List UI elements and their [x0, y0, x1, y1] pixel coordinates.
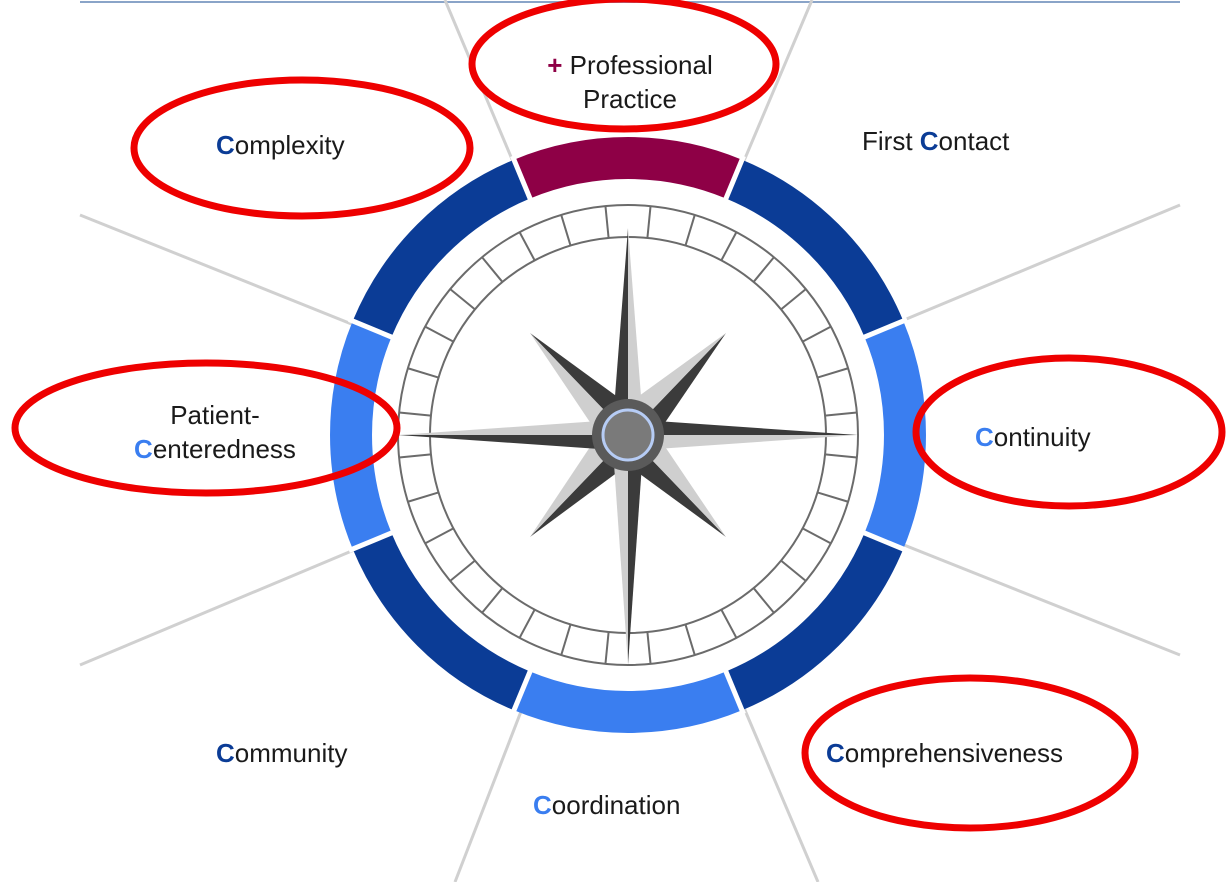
ring-segment-continuity	[864, 320, 926, 550]
ring-gaps	[348, 155, 908, 715]
dial-tick	[407, 367, 439, 379]
dial-tick	[780, 559, 807, 582]
highlight-ellipse	[912, 354, 1226, 510]
dial-tick	[802, 527, 832, 545]
label-text: ontinuity	[993, 422, 1091, 452]
label-text: ontact	[938, 126, 1010, 156]
ring-gap	[722, 155, 746, 204]
label-text: oordination	[551, 790, 681, 820]
label-initial: C	[216, 738, 235, 768]
label-continuity: Continuity	[975, 420, 1091, 454]
ring-segment-coordination	[513, 671, 743, 733]
dial-tick	[449, 288, 476, 311]
ring-gap	[510, 155, 534, 204]
dial-tick	[407, 491, 439, 503]
dial-tick	[560, 624, 572, 656]
outer-ring	[330, 137, 926, 733]
label-community: Community	[216, 736, 347, 770]
label-text: First	[862, 126, 920, 156]
dial-tick	[720, 231, 738, 261]
label-text: omprehensiveness	[844, 738, 1064, 768]
cardinal-needles	[398, 228, 858, 665]
label-initial: C	[975, 422, 994, 452]
ring-gap	[348, 529, 397, 553]
ring-gap	[348, 317, 397, 341]
ring-segment-comprehensiveness	[725, 532, 904, 711]
dial-tick	[824, 453, 857, 459]
dial-tick	[817, 491, 849, 503]
dial-tick	[424, 325, 454, 343]
dial-tick	[802, 325, 832, 343]
ring-segment-patient-centeredness	[330, 320, 392, 550]
dial-tick	[399, 453, 432, 459]
label-first-contact: First Contact	[862, 124, 1009, 158]
ring-gap	[859, 317, 908, 341]
dial-tick	[481, 256, 504, 283]
label-initial: C	[216, 130, 235, 160]
dial-tick	[780, 288, 807, 311]
dial-ticks	[399, 206, 857, 664]
label-patient-centeredness: Patient- Centeredness	[120, 398, 310, 466]
ring-segment-community	[352, 532, 531, 711]
dial-tick	[684, 624, 696, 656]
compass-icon	[601, 408, 655, 462]
dial-tick	[518, 231, 536, 261]
label-initial: C	[919, 126, 939, 156]
ring-gap	[510, 666, 534, 715]
label-initial: C	[826, 738, 845, 768]
dial-tick	[518, 609, 536, 639]
label-text: enteredness	[152, 434, 296, 464]
dial-tick	[604, 206, 610, 239]
ring-gap	[722, 666, 746, 715]
ring-segment-professional-practice	[513, 137, 743, 199]
label-professional-practice: + Professional Practice	[520, 48, 740, 116]
dial-tick	[752, 256, 775, 283]
label-coordination: Coordination	[533, 788, 680, 822]
dial-tick	[604, 631, 610, 664]
label-comprehensiveness: Comprehensiveness	[826, 736, 1063, 770]
dial-tick	[481, 587, 504, 614]
label-text: Practice	[583, 84, 677, 114]
dial-tick	[752, 587, 775, 614]
label-text: Professional	[569, 50, 713, 80]
dial-tick	[449, 559, 476, 582]
highlight-ellipses	[11, 0, 1226, 832]
ring-gap	[859, 529, 908, 553]
label-complexity: Complexity	[216, 128, 345, 162]
label-text: ommunity	[234, 738, 348, 768]
plus-icon: +	[547, 50, 563, 80]
dial-tick	[646, 631, 652, 664]
label-initial: C	[134, 434, 153, 464]
dial-tick	[560, 214, 572, 246]
dial-tick	[646, 206, 652, 239]
highlight-ellipse	[468, 0, 780, 133]
dial-tick	[684, 214, 696, 246]
highlight-ellipse	[11, 359, 401, 497]
dial-tick	[399, 411, 432, 417]
dial-tick	[424, 527, 454, 545]
dial-tick	[817, 367, 849, 379]
label-text: Patient-	[170, 400, 260, 430]
ring-segment-first-contact	[725, 159, 904, 338]
highlight-ellipse	[801, 674, 1139, 832]
dial-tick	[824, 411, 857, 417]
label-text: omplexity	[234, 130, 345, 160]
label-initial: C	[533, 790, 552, 820]
ring-segment-complexity	[352, 159, 531, 338]
dial-tick	[720, 609, 738, 639]
highlight-ellipse	[130, 76, 474, 220]
